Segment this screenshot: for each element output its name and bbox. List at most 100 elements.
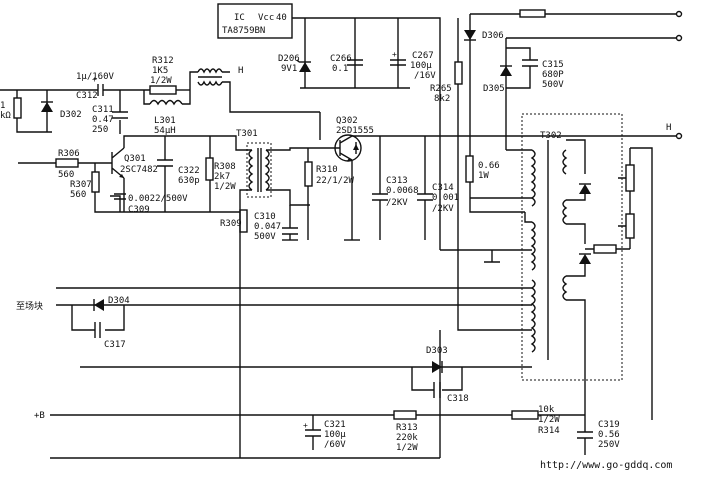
d206-value: 9V1: [281, 64, 297, 74]
h-right-label: H: [666, 123, 671, 133]
r313-value1: 220k: [396, 433, 418, 443]
c267-label: C267: [412, 51, 434, 61]
d206-label: D206: [278, 54, 300, 64]
t301-label: T301: [236, 129, 258, 139]
terminal-h[interactable]: [675, 132, 683, 140]
r312-value1: 1K5: [152, 66, 168, 76]
r307-resistor: [91, 171, 100, 193]
c267-capacitor: +: [390, 50, 406, 66]
t302-pot-wipers: [618, 177, 626, 227]
r310-resistor: [304, 161, 313, 187]
r313-resistor: [393, 410, 417, 420]
wire-r-left: [16, 90, 52, 133]
r310-label: R310: [316, 165, 338, 175]
c321-value1: 100μ: [324, 430, 346, 440]
t301-secondary: [264, 149, 270, 191]
t302-hv-coil-1: [562, 149, 568, 175]
h-coil-bottom: [197, 80, 223, 86]
q302-value: 2SD1555: [336, 126, 374, 136]
c266-label: C266: [330, 54, 352, 64]
r313-value2: 1/2W: [396, 443, 418, 453]
r314-value2: 1/2W: [538, 415, 560, 425]
r-top-right: [519, 9, 546, 18]
r306-label: R306: [58, 149, 80, 159]
c310-value2: 500V: [254, 232, 276, 242]
c319-capacitor: [577, 431, 593, 439]
d302-diode: [41, 101, 53, 112]
r066-value1: 0.66: [478, 161, 500, 171]
r308-value1: 2k7: [214, 172, 230, 182]
c321-value2: /60V: [324, 440, 346, 450]
field-label: 至场块: [16, 300, 43, 312]
r309-label: R309: [220, 219, 242, 229]
c313-value1: 0.0068: [386, 186, 419, 196]
c313-capacitor: [372, 193, 388, 201]
watermark-url: http://www.go-gddq.com: [540, 460, 672, 471]
r314-resistor: [511, 410, 539, 420]
r309-resistor: [239, 209, 248, 233]
wire-r066: [469, 150, 525, 213]
t302-hv-diode-2: [579, 253, 591, 264]
t302-focus-resistor: [593, 244, 617, 254]
wire-h-xfmr: [189, 71, 198, 90]
r-left-value: kΩ: [0, 111, 11, 121]
c315-value1: 680P: [542, 70, 564, 80]
q301-value: 2SC7482: [120, 165, 158, 175]
d302-label: D302: [60, 110, 82, 120]
r306-resistor: [55, 158, 79, 168]
c311-capacitor: [112, 111, 128, 119]
wire-h-out: [222, 71, 320, 113]
ic-vcc-label: Vcc: [258, 13, 274, 23]
t302-ground: [484, 250, 500, 263]
wire-r265-bus: [457, 120, 532, 331]
c321-capacitor: [305, 429, 321, 437]
c317-label: C317: [104, 340, 126, 350]
t301-core: [257, 148, 262, 192]
d305-diode: [500, 65, 512, 76]
r310-value: 22/1/2W: [316, 176, 355, 186]
q301-label: Q301: [124, 154, 146, 164]
wire-c315: [506, 47, 531, 89]
c266-value: 0.1: [332, 64, 348, 74]
c315-value2: 500V: [542, 80, 564, 90]
r308-resistor: [205, 157, 214, 181]
c309-capacitor: [114, 193, 126, 200]
c315-label: C315: [542, 60, 564, 70]
r265-label: R265: [430, 84, 452, 94]
t302-focus-pot-2: [625, 213, 635, 239]
r307-value: 560: [70, 190, 86, 200]
r-left-label: 1: [0, 101, 5, 111]
r066-resistor: [465, 155, 474, 183]
r314-label: R314: [538, 426, 560, 436]
wire-t302-hv: [566, 139, 586, 382]
l301-value: 54μH: [154, 126, 176, 136]
r312-value2: 1/2W: [150, 76, 172, 86]
c314-value2: /2KV: [432, 204, 454, 214]
terminal-second[interactable]: [675, 34, 683, 42]
wire-l301-right: [182, 90, 191, 105]
t302-hv-coil-3: [562, 275, 568, 301]
plus-b-label: +B: [34, 411, 45, 421]
c310-label: C310: [254, 212, 276, 222]
wire-t301-primary: [210, 135, 252, 412]
q302-transistor: [334, 134, 362, 162]
c315-capacitor: [522, 59, 538, 67]
d303-diode: [432, 361, 443, 373]
q302-label: Q302: [336, 116, 358, 126]
r312-label: R312: [152, 56, 174, 66]
ic-pin-label: 40: [276, 13, 287, 23]
ic-vcc-wire: [292, 17, 441, 250]
wire-t302-primary: [440, 149, 532, 251]
c322-label: C322: [178, 166, 200, 176]
wire-r307: [94, 163, 240, 213]
c318-capacitor: [433, 382, 441, 398]
c310-capacitor: [282, 227, 298, 235]
c314-capacitor: [417, 193, 433, 201]
c311-value1: 0.47: [92, 115, 114, 125]
c314-value1: 0.001: [432, 193, 459, 203]
c310-value1: 0.047: [254, 222, 281, 232]
r265-value: 8k2: [434, 94, 450, 104]
t302-coil-1: [530, 149, 536, 207]
terminal-top[interactable]: [675, 10, 683, 18]
